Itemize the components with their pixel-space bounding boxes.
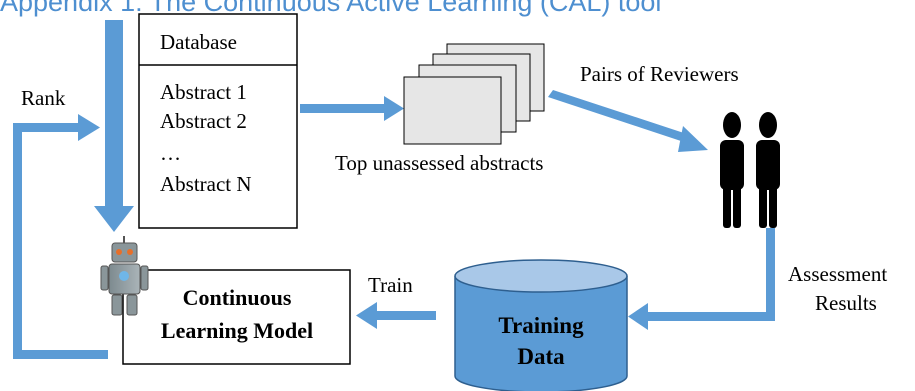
arrow-to-reviewers [548,90,708,152]
results-label: Results [815,291,877,315]
model-box: Continuous Learning Model [122,269,351,365]
robot-icon [100,236,149,316]
database-header: Database [160,30,237,54]
train-label: Train [368,273,413,297]
arrow-to-training-data [628,228,775,330]
down-arrow [94,20,134,232]
database-item: Abstract 1 [160,80,247,104]
model-label-line1: Continuous [183,285,292,310]
training-data-cylinder: Training Data [454,259,628,391]
page-title: Appendix 1: The Continuous Active Learni… [0,0,662,17]
rank-loop-arrow [13,114,108,359]
database-box: Database Abstract 1 Abstract 2 … Abstrac… [138,13,298,229]
top-unassessed-label: Top unassessed abstracts [335,151,543,175]
model-label-line2: Learning Model [161,318,313,343]
assessment-label: Assessment [788,262,887,286]
reviewers-icon [720,112,780,228]
training-label: Training [498,313,584,338]
database-item: … [160,141,181,165]
pairs-of-reviewers-label: Pairs of Reviewers [580,62,739,86]
rank-label: Rank [21,86,66,110]
data-label: Data [517,344,565,369]
stacked-pages [403,43,545,145]
arrow-to-abstracts [300,96,404,121]
database-item: Abstract 2 [160,109,247,133]
database-item: Abstract N [160,172,252,196]
arrow-to-model [356,302,436,329]
